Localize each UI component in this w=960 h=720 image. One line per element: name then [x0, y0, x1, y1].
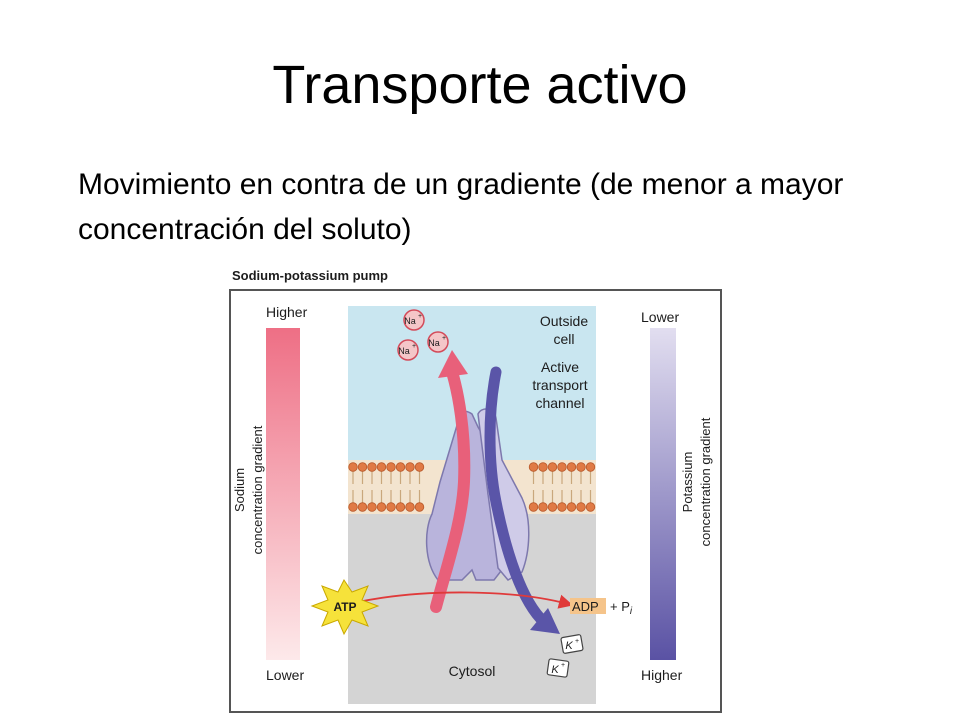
lipid-head: [576, 502, 586, 512]
sodium-arrowhead: [438, 350, 468, 378]
slide-title: Transporte activo: [272, 55, 688, 115]
svg-text:+: +: [575, 638, 579, 645]
lipid-head: [405, 462, 415, 472]
sodium-ion: Na +: [397, 339, 419, 361]
svg-text:+: +: [561, 662, 565, 669]
potassium-axis-label-2: concentration gradient: [698, 417, 713, 546]
svg-text:Na: Na: [398, 346, 410, 356]
adp-label: ADP: [572, 599, 599, 614]
lipid-head: [348, 462, 358, 472]
sodium-ion: Na +: [427, 331, 449, 353]
lipid-head: [576, 462, 586, 472]
potassium-top-label: Lower: [641, 309, 679, 325]
sodium-potassium-pump-figure: Sodium-potassium pump Higher Lower Sodiu…: [226, 262, 726, 714]
lipid-head: [528, 502, 539, 512]
svg-text:+: +: [412, 343, 416, 350]
potassium-ion: K +: [546, 658, 570, 678]
potassium-arrowhead: [530, 608, 560, 634]
outside-cell-label-1: Outside: [540, 313, 588, 329]
lipid-head: [538, 462, 548, 472]
lipid-head: [376, 462, 387, 472]
lipid-head: [357, 502, 368, 512]
lipid-head: [395, 502, 406, 512]
svg-text:Na: Na: [404, 316, 416, 326]
lipid-head: [357, 462, 368, 472]
lipid-head: [405, 502, 415, 512]
lipid-head: [585, 462, 596, 472]
lipid-head: [395, 462, 406, 472]
lipid-head: [386, 502, 396, 512]
lipid-head: [414, 502, 425, 512]
lipid-head: [414, 462, 425, 472]
potassium-ion: K +: [560, 634, 584, 654]
sodium-ion: Na +: [403, 309, 425, 331]
lipid-head: [367, 502, 377, 512]
sodium-gradient-bar: [266, 328, 300, 660]
potassium-bottom-label: Higher: [641, 667, 683, 683]
outside-cell-label-2: cell: [553, 331, 574, 347]
potassium-axis-label-1: Potassium: [680, 452, 695, 513]
lipid-head: [367, 462, 377, 472]
lipid-head: [376, 502, 387, 512]
svg-text:+: +: [442, 335, 446, 342]
channel-label-3: channel: [535, 395, 584, 411]
potassium-gradient-bar: [650, 328, 676, 660]
lipid-head: [386, 462, 396, 472]
slide-body-text: Movimiento en contra de un gradiente (de…: [78, 168, 844, 246]
lipid-head: [348, 502, 358, 512]
atp-label: ATP: [333, 600, 356, 614]
sodium-axis-label-2: concentration gradient: [250, 425, 265, 554]
svg-text:+: +: [418, 313, 422, 320]
svg-text:K: K: [551, 664, 559, 676]
svg-text:Na: Na: [428, 338, 440, 348]
figure-caption: Sodium-potassium pump: [232, 268, 388, 283]
lipid-head: [557, 462, 567, 472]
lipid-head: [538, 502, 548, 512]
lipid-head: [528, 462, 539, 472]
channel-label-1: Active: [541, 359, 579, 375]
cytosol-label: Cytosol: [449, 663, 496, 679]
sodium-bottom-label: Lower: [266, 667, 304, 683]
atp-hydrolysis-arrow: [357, 591, 574, 609]
lipid-head: [566, 502, 577, 512]
lipid-head: [566, 462, 577, 472]
adp-box: [570, 598, 606, 614]
svg-text:K: K: [565, 640, 573, 652]
sodium-axis-label-1: Sodium: [232, 468, 247, 512]
channel-label-2: transport: [532, 377, 587, 393]
atp-burst-icon: [310, 579, 380, 636]
lipid-head: [585, 502, 596, 512]
sodium-top-label: Higher: [266, 304, 308, 320]
lipid-head: [547, 502, 558, 512]
lipid-head: [547, 462, 558, 472]
pi-label: + Pi: [610, 599, 633, 617]
lipid-head: [557, 502, 567, 512]
sodium-flow-arrow: [430, 366, 471, 613]
